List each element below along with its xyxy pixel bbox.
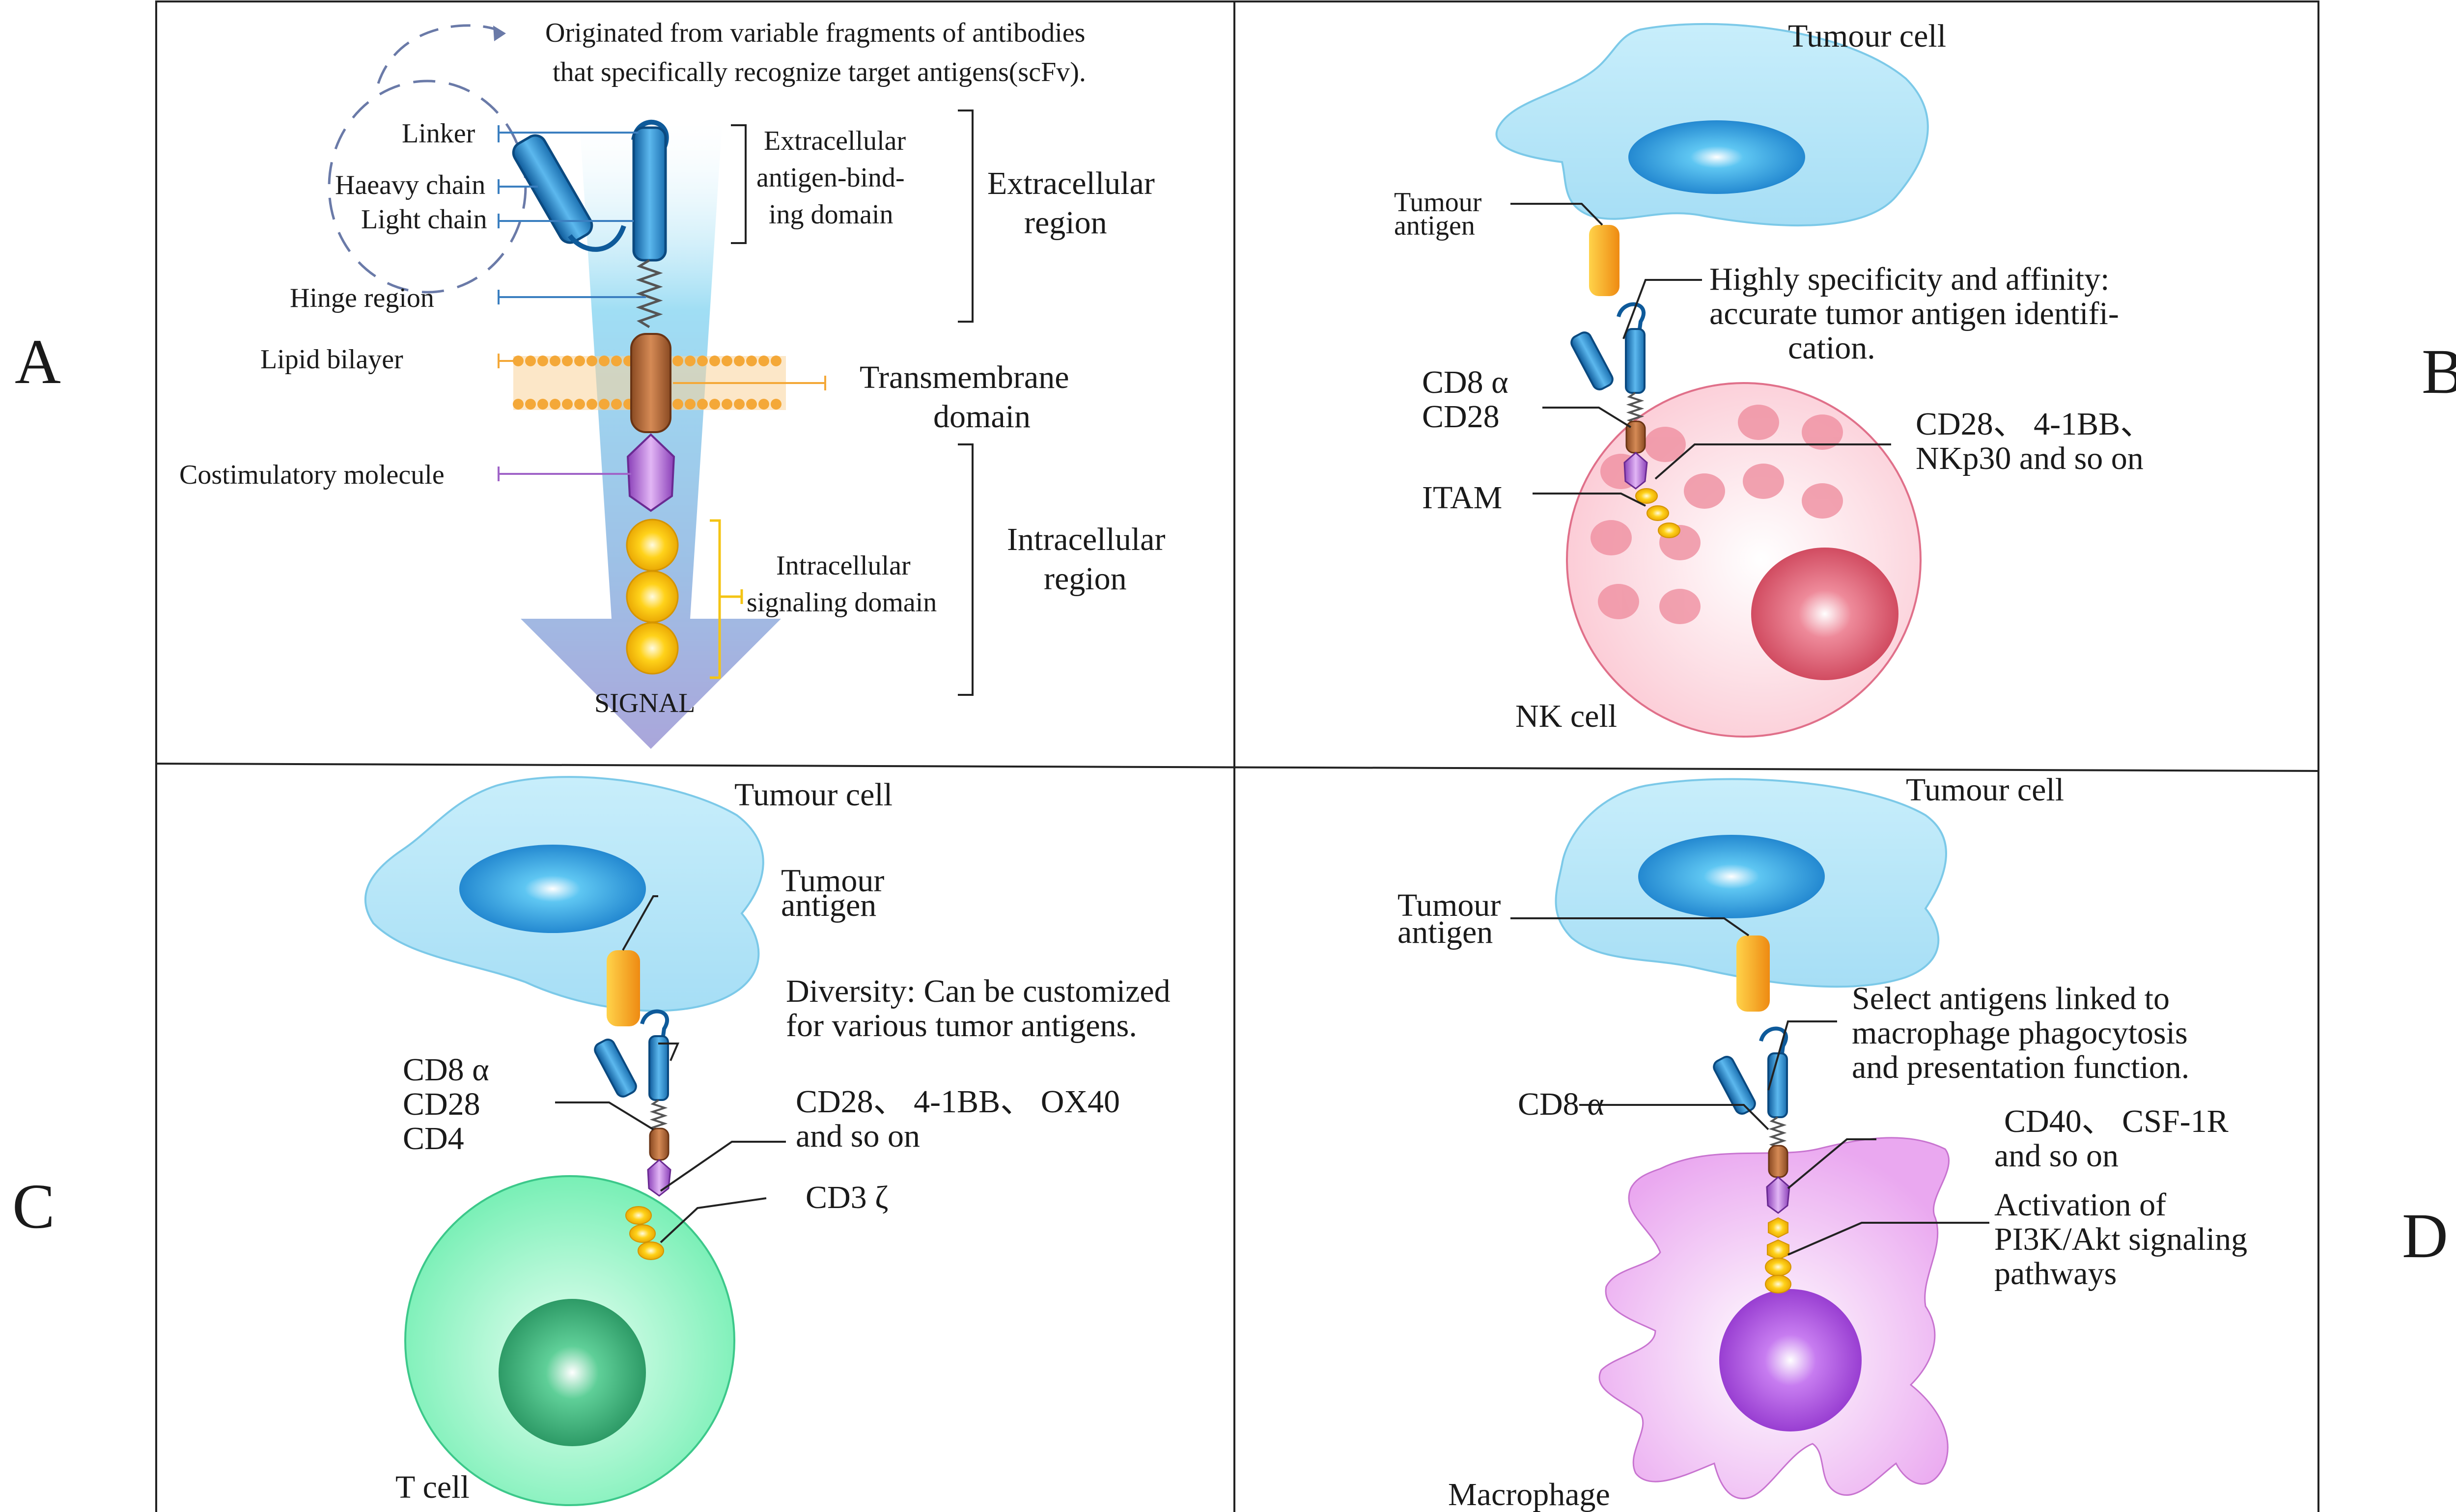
cd28-label-b: CD28 — [1422, 399, 1500, 435]
extra-binding-3: ing domain — [769, 199, 893, 230]
tumour-antigen-label-d-2: antigen — [1397, 914, 1493, 950]
tumour-antigen-c — [607, 950, 640, 1026]
tm-2: domain — [933, 399, 1031, 435]
itam-chain — [626, 519, 679, 675]
cd28-label-c: CD28 — [403, 1086, 480, 1122]
costim-label-d-2: and so on — [1994, 1138, 2119, 1174]
t-cell-label: T cell — [395, 1469, 470, 1505]
itam-d — [1765, 1217, 1791, 1293]
panel-b: Tumour cell Tumour antigen Highly specif… — [1394, 18, 2152, 738]
panel-letter-c: C — [12, 1171, 55, 1242]
label-linker: Linker — [402, 118, 475, 149]
tumour-nucleus-c — [459, 845, 646, 933]
itam-label-b: ITAM — [1422, 480, 1502, 516]
costim-label-b-2: NKp30 and so on — [1916, 440, 2144, 476]
note-d-3: and presentation function. — [1852, 1049, 2189, 1085]
callout-arrowhead — [493, 26, 506, 41]
macrophage-nucleus — [1719, 1289, 1862, 1431]
tumour-antigen-d — [1736, 935, 1770, 1012]
tumour-antigen-b — [1589, 225, 1619, 296]
tumour-antigen-label-d-1: Tumour — [1397, 887, 1501, 923]
car-c — [592, 1012, 670, 1196]
hinge — [636, 259, 663, 329]
origin-note-1: Originated from variable fragments of an… — [545, 18, 1085, 48]
intra-region-1: Intracellular — [1007, 522, 1165, 557]
tumour-antigen-label-c-2: antigen — [781, 887, 876, 923]
intra-region-2: region — [1044, 561, 1127, 597]
tumour-antigen-label-c-1: Tumour — [781, 863, 884, 899]
intra-sig-1: Intracellular — [776, 550, 911, 581]
costim-label-d-1: CD40、 CSF-1R — [2004, 1103, 2229, 1139]
itam-b — [1635, 488, 1680, 538]
note-c-1: Diversity: Can be customized — [786, 973, 1171, 1009]
note-b-2: accurate tumor antigen identifi- — [1709, 296, 2119, 331]
costim-label-c-1: CD28、 4-1BB、 OX40 — [796, 1084, 1120, 1120]
costim-label-c-2: and so on — [796, 1118, 920, 1154]
tumour-antigen-label-b-2: antigen — [1394, 211, 1475, 241]
panel-letter-d: D — [2402, 1201, 2448, 1271]
panel-letter-b: B — [2422, 336, 2456, 407]
scfv — [512, 119, 669, 262]
cd3-label-c: CD3 ζ — [806, 1180, 889, 1215]
cd4-label-c: CD4 — [403, 1121, 464, 1156]
panel-d: Tumour cell Tumour antigen Select antige… — [1397, 772, 2247, 1512]
nk-cell — [1566, 382, 1922, 738]
tumour-cell-label-d: Tumour cell — [1906, 772, 2064, 808]
note-b-3: cation. — [1788, 330, 1875, 366]
panel-a-leaders — [498, 125, 646, 304]
label-lipid: Lipid bilayer — [260, 344, 403, 375]
tm-1: Transmembrane — [860, 359, 1069, 395]
tumour-cell-label-c: Tumour cell — [734, 777, 893, 813]
origin-note-2: that specifically recognize target antig… — [553, 57, 1086, 87]
panel-letter-a: A — [15, 327, 61, 397]
label-heavy-chain: Haeavy chain — [335, 170, 485, 200]
cd8-label-b: CD8 α — [1422, 364, 1508, 400]
tumour-nucleus-b — [1628, 120, 1805, 194]
extra-region-2: region — [1024, 205, 1107, 241]
nk-nucleus — [1751, 548, 1898, 680]
extra-binding-1: Extracellular — [764, 126, 906, 156]
intra-sig-2: signaling domain — [747, 587, 937, 618]
costimulatory-domain — [626, 433, 675, 512]
extra-region-1: Extracellular — [987, 165, 1155, 201]
transmembrane-domain — [630, 333, 671, 433]
label-light-chain: Light chain — [361, 204, 487, 235]
act-label-d-1: Activation of — [1994, 1187, 2166, 1223]
label-costim: Costimulatory molecule — [179, 460, 445, 490]
label-signal: SIGNAL — [594, 688, 695, 718]
extra-binding-2: antigen-bind- — [756, 163, 905, 193]
label-hinge: Hinge region — [290, 283, 434, 313]
nk-cell-label: NK cell — [1515, 698, 1617, 734]
panel-c: Tumour cell Tumour antigen Diversity: Ca… — [364, 776, 1171, 1506]
panel-frames — [155, 0, 2319, 1512]
t-nucleus — [499, 1299, 646, 1446]
tumour-cell-label-b: Tumour cell — [1788, 18, 1946, 54]
cd8-label-c: CD8 α — [403, 1052, 489, 1088]
tumour-antigen-label-b-1: Tumour — [1394, 187, 1482, 218]
note-b-1: Highly specificity and affinity: — [1709, 261, 2109, 297]
note-d-2: macrophage phagocytosis — [1852, 1015, 2188, 1051]
tumour-nucleus-d — [1638, 835, 1825, 918]
note-c-2: for various tumor antigens. — [786, 1008, 1137, 1044]
act-label-d-3: pathways — [1994, 1256, 2117, 1292]
note-d-1: Select antigens linked to — [1852, 981, 2170, 1017]
macrophage-label: Macrophage — [1448, 1477, 1610, 1512]
act-label-d-2: PI3K/Akt signaling — [1994, 1221, 2247, 1257]
itam-c — [625, 1206, 664, 1260]
panel-a: Originated from variable fragments of an… — [179, 18, 1165, 749]
cd8-label-d: CD8 α — [1518, 1086, 1604, 1122]
costim-label-b-1: CD28、 4-1BB、 — [1916, 406, 2152, 442]
